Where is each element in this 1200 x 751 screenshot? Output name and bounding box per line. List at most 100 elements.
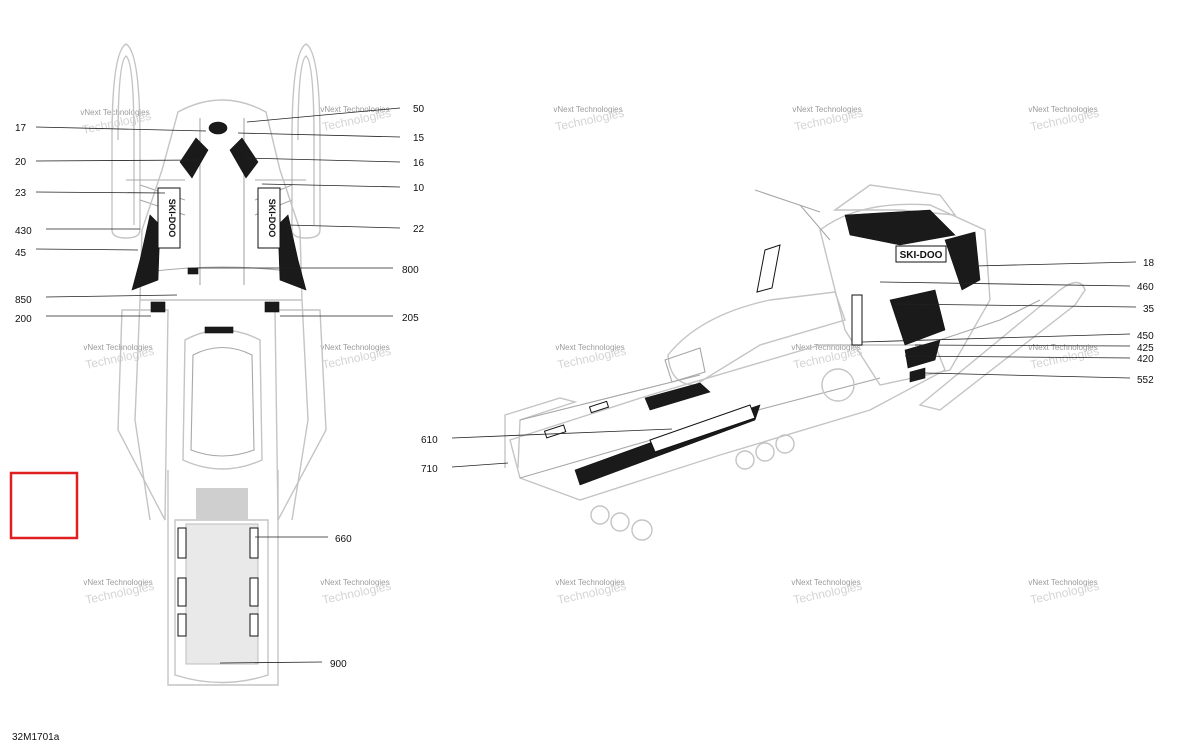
leader-710 (451, 462, 509, 468)
watermark-text: vNext Technologies (320, 343, 389, 352)
decal-800 (187, 267, 199, 275)
watermark-text: vNext Technologies (83, 343, 152, 352)
decal-tunnel (249, 527, 259, 559)
leader-850 (45, 294, 178, 298)
decal-35 (889, 289, 946, 346)
side-view-callouts: 18 460 35 450 425 420 552 610 710 (421, 258, 1155, 475)
watermark-text: vNext Technologies (792, 105, 861, 114)
callout-430: 430 (15, 226, 32, 237)
watermark: vNext Technologies Technologies (80, 108, 152, 137)
callout-18: 18 (1143, 258, 1155, 269)
leader-610 (451, 428, 673, 439)
watermark: vNext Technologies Technologies (320, 343, 392, 372)
left-running-board (117, 309, 169, 521)
leader-460 (879, 281, 1131, 287)
tunnel-deck (185, 523, 259, 665)
decal-deck (588, 400, 610, 414)
bogie-wheel (735, 450, 755, 470)
decal-left-side (131, 214, 161, 291)
leader-23 (35, 191, 166, 194)
callout-900: 900 (330, 659, 347, 670)
callout-15: 15 (413, 133, 425, 144)
decal-tunnel (249, 577, 259, 607)
bogie-wheel (755, 442, 775, 462)
watermark-text: vNext Technologies (1028, 105, 1097, 114)
windshield (832, 184, 957, 216)
callout-16: 16 (413, 158, 425, 169)
leader-20 (35, 159, 203, 162)
drive-wheel (821, 368, 855, 402)
watermark-text: vNext Technologies (1028, 578, 1097, 587)
callout-425: 425 (1137, 343, 1154, 354)
highlight-box (9, 471, 79, 540)
decal-200 (150, 301, 166, 313)
decal-left-hood (179, 137, 209, 179)
leader-18 (974, 261, 1137, 267)
side-seat (667, 291, 846, 386)
decal-tunnel (177, 527, 187, 559)
decal-deck-texture (644, 382, 711, 411)
left-ski (111, 43, 141, 239)
callout-200: 200 (15, 314, 32, 325)
brand-mark: SKI-DOO (267, 199, 277, 238)
handlebar (147, 266, 297, 273)
watermark-text: vNext Technologies (320, 105, 389, 114)
leader-425 (914, 344, 1131, 347)
decal-seat-front (204, 326, 234, 334)
diagram-code: 32M1701a (12, 732, 60, 743)
decal-tunnel (249, 613, 259, 637)
callout-20: 20 (15, 157, 27, 168)
decal-425 (904, 339, 941, 369)
leader-450 (861, 333, 1131, 343)
decal-18 (944, 231, 981, 291)
leader-15 (237, 132, 401, 138)
decal-ski-doo-left-box (157, 187, 181, 249)
bogie-wheel (775, 434, 795, 454)
watermark: vNext Technologies Technologies (1028, 105, 1100, 134)
leader-22 (286, 224, 401, 229)
right-ski-inner (297, 55, 315, 225)
bogie-wheel (631, 519, 653, 541)
decal-205 (264, 301, 280, 313)
callout-660: 660 (335, 534, 352, 545)
callout-23: 23 (15, 188, 27, 199)
brand-mark: SKI-DOO (167, 199, 177, 238)
ski-strut (939, 299, 1041, 341)
leader-50 (246, 107, 401, 123)
watermark-text: vNext Technologies (791, 343, 860, 352)
decal-right-hood (229, 137, 259, 179)
watermark: vNext Technologies Technologies (792, 105, 864, 134)
callout-17: 17 (15, 123, 27, 134)
callout-610: 610 (421, 435, 438, 446)
callout-800: 800 (402, 265, 419, 276)
leader-900 (219, 661, 323, 664)
decal-552 (909, 367, 926, 383)
right-side-panel (291, 299, 309, 521)
front-hood (139, 99, 303, 301)
callout-850: 850 (15, 295, 32, 306)
tunnel (167, 470, 279, 686)
decal-tunnel (177, 577, 187, 607)
watermark: vNext Technologies Technologies (553, 105, 625, 134)
bogie-wheel (610, 512, 630, 532)
rear-rack-bar (519, 374, 701, 421)
seat-inner (190, 346, 255, 457)
callout-460: 460 (1137, 282, 1154, 293)
top-view-callouts: 17 50 15 20 16 23 10 430 22 45 800 850 2… (15, 104, 425, 670)
callout-50: 50 (413, 104, 425, 115)
watermark: vNext Technologies Technologies (555, 578, 627, 607)
watermark-text: vNext Technologies (320, 578, 389, 587)
front-body (819, 203, 991, 386)
watermark-text: vNext Technologies (83, 578, 152, 587)
decal-tunnel-logo (649, 404, 756, 453)
callout-22: 22 (413, 224, 425, 235)
decal-emblem (208, 121, 228, 135)
decal-ski-doo-right-box (257, 187, 281, 249)
decal-ski-doo-box (895, 245, 947, 263)
handlebar-side (754, 189, 831, 241)
watermark: vNext Technologies Technologies (1028, 578, 1100, 607)
callout-420: 420 (1137, 354, 1154, 365)
leader-17 (35, 126, 207, 132)
leader-10 (261, 183, 401, 188)
